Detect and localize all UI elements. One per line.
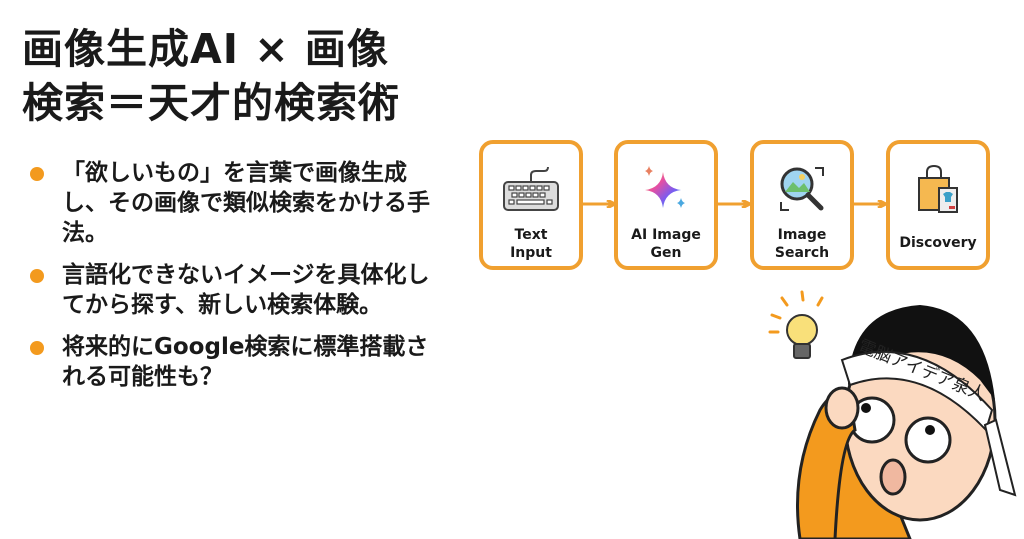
keyboard-icon [502, 158, 560, 220]
arrow-right-icon [714, 200, 754, 208]
arrow-right-icon [850, 200, 890, 208]
image-search-icon [777, 158, 827, 220]
mascot-character-illustration: 電脳アイデア泉人 [768, 290, 1017, 539]
bullet-text: 「欲しいもの」を言葉で画像生成し、その画像で類似検索をかける手法。 [62, 160, 430, 246]
bullet-item: 言語化できないイメージを具体化してから探す、新しい検索体験。 [30, 260, 450, 320]
bullet-text: 言語化できないイメージを具体化してから探す、新しい検索体験。 [62, 262, 430, 318]
title-line-1: 画像生成AI × 画像 [22, 25, 389, 73]
lightbulb-icon [786, 314, 818, 359]
bullet-dot-icon [30, 341, 44, 355]
bullet-dot-icon [30, 269, 44, 283]
flow-step-discovery: Discovery [886, 140, 990, 270]
title-line-2: 検索＝天才的検索術 [22, 79, 400, 127]
sparkle-icon [641, 158, 691, 220]
bullet-item: 「欲しいもの」を言葉で画像生成し、その画像で類似検索をかける手法。 [30, 158, 450, 248]
flow-step-label: Discovery [899, 235, 977, 251]
arrow-right-icon [579, 200, 619, 208]
bullet-item: 将来的にGoogle検索に標準搭載される可能性も？ [30, 332, 450, 392]
slide-title: 画像生成AI × 画像 検索＝天才的検索術 [22, 22, 400, 130]
shopping-bag-icon [913, 158, 963, 220]
idea-rays-icon [768, 290, 824, 334]
bullet-text: 将来的にGoogle検索に標準搭載される可能性も？ [62, 334, 429, 390]
bullet-dot-icon [30, 167, 44, 181]
bullet-list: 「欲しいもの」を言葉で画像生成し、その画像で類似検索をかける手法。 言語化できな… [30, 158, 450, 404]
